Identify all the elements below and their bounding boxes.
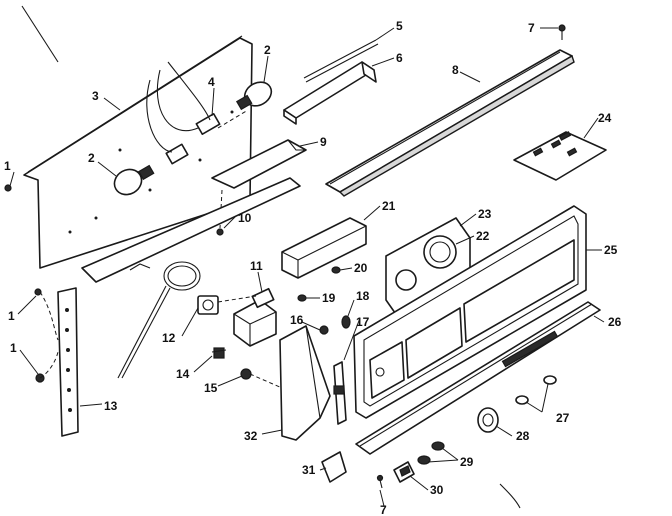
callout-19: 19: [322, 291, 336, 305]
part-24-label: [513, 131, 607, 181]
part-17-bar: [333, 361, 347, 425]
callout-16: 16: [290, 313, 304, 327]
callout-2-left: 2: [88, 151, 95, 165]
part-29-grommets: [417, 441, 445, 465]
callout-5: 5: [396, 19, 403, 33]
part-26-trim-strip: [355, 301, 601, 455]
callout-23: 23: [478, 207, 492, 221]
part-15-grommet: [240, 368, 283, 389]
callout-14: 14: [176, 367, 190, 381]
callout-8: 8: [452, 63, 459, 77]
callout-3: 3: [92, 89, 99, 103]
callout-17: 17: [356, 315, 370, 329]
callout-10: 10: [238, 211, 252, 225]
part-20-screw: [331, 266, 341, 274]
lower-trim-strip: [81, 177, 301, 283]
callout-25: 25: [604, 243, 618, 257]
callout-22: 22: [476, 229, 490, 243]
callout-1-mid: 1: [8, 309, 15, 323]
leader-lines: [9, 27, 605, 507]
part-19-screw: [297, 294, 307, 302]
callout-15: 15: [204, 381, 218, 395]
part-1-screws: [4, 184, 59, 383]
callout-4: 4: [208, 75, 215, 89]
part-31-bracket: [321, 451, 347, 483]
callout-1-low: 1: [10, 341, 17, 355]
callout-27: 27: [556, 411, 570, 425]
scan-artifact-line: [21, 5, 59, 63]
callout-7-bottom: 7: [380, 503, 387, 516]
scan-mark: [499, 483, 521, 509]
callout-13: 13: [104, 399, 118, 413]
part-5-rod: [303, 39, 379, 83]
callout-18: 18: [356, 289, 370, 303]
callout-11: 11: [250, 259, 263, 273]
callout-26: 26: [608, 315, 622, 329]
part-12-timer: [117, 261, 257, 379]
callout-20: 20: [354, 261, 368, 275]
callout-21: 21: [382, 199, 396, 213]
part-16-clip: [319, 325, 329, 335]
part-2-bulb-right: [235, 81, 273, 111]
part-18-grommet: [341, 315, 351, 329]
callout-32: 32: [244, 429, 258, 443]
part-8-top-rail: [325, 49, 575, 197]
part-14-terminal: [211, 347, 227, 359]
part-28-knob: [477, 407, 499, 433]
part-2-bulb-left: [113, 164, 155, 196]
callout-29: 29: [460, 455, 474, 469]
callout-12: 12: [162, 331, 176, 345]
callout-9: 9: [320, 135, 327, 149]
callout-1-top: 1: [4, 159, 11, 173]
callout-6: 6: [396, 51, 403, 65]
callout-28: 28: [516, 429, 530, 443]
callout-numbers: 3 2 4 2 5 6 7 8 9 10 24 21 23 22 25 26 2…: [4, 19, 622, 516]
callout-24: 24: [598, 111, 612, 125]
part-6-bracket: [283, 61, 377, 125]
part-27-knob-caps: [515, 375, 557, 405]
callout-2-top: 2: [264, 43, 271, 57]
part-25-control-panel: [353, 205, 587, 419]
part-9-lamp-bracket: [211, 139, 307, 189]
part-32-side-panel: [279, 325, 331, 441]
part-13-side-bracket: [57, 287, 79, 437]
part-21-cover: [281, 217, 367, 279]
callout-7-top: 7: [528, 21, 535, 35]
part-4-lamp-sockets: [146, 61, 249, 165]
callout-30: 30: [430, 483, 444, 497]
part-11-housing: [233, 287, 277, 347]
part-30-switch: [393, 461, 415, 483]
callout-31: 31: [302, 463, 316, 477]
part-7-screws: [376, 24, 566, 489]
